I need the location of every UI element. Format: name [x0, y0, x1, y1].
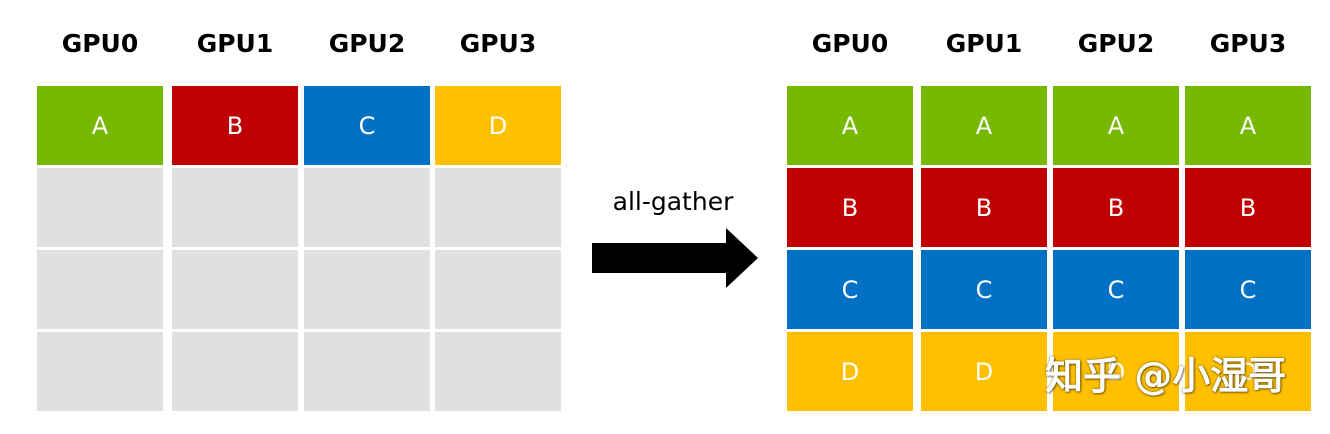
- cell-label: A: [841, 111, 859, 140]
- right-cell-r3-c1: D: [921, 332, 1047, 411]
- right-cell-r1-c0: B: [787, 168, 913, 247]
- right-cell-r0-c1: A: [921, 86, 1047, 165]
- right-cell-r1-c3: B: [1185, 168, 1311, 247]
- cell-label: B: [1107, 193, 1125, 222]
- operation-label: all-gather: [612, 187, 734, 216]
- left-cell-r1-c3: [435, 168, 561, 247]
- right-header-gpu1: GPU1: [945, 29, 1023, 58]
- right-cell-r3-c0: D: [787, 332, 913, 411]
- cell-label: D: [1238, 357, 1258, 386]
- left-cell-r2-c1: [172, 250, 298, 329]
- cell-label: D: [974, 357, 994, 386]
- left-cell-r1-c2: [304, 168, 430, 247]
- left-cell-r0-c1: B: [172, 86, 298, 165]
- cell-label: D: [1106, 357, 1126, 386]
- left-cell-r0-c0: A: [37, 86, 163, 165]
- cell-label: D: [840, 357, 860, 386]
- cell-label: A: [91, 111, 109, 140]
- left-cell-r1-c0: [37, 168, 163, 247]
- cell-label: D: [488, 111, 508, 140]
- left-cell-r2-c3: [435, 250, 561, 329]
- cell-label: C: [841, 275, 859, 304]
- right-cell-r2-c2: C: [1053, 250, 1179, 329]
- cell-label: A: [1107, 111, 1125, 140]
- cell-label: B: [1239, 193, 1257, 222]
- cell-label: C: [975, 275, 993, 304]
- cell-label: A: [1239, 111, 1257, 140]
- left-cell-r3-c2: [304, 332, 430, 411]
- left-cell-r0-c2: C: [304, 86, 430, 165]
- right-cell-r0-c2: A: [1053, 86, 1179, 165]
- right-header-gpu3: GPU3: [1209, 29, 1287, 58]
- left-cell-r1-c1: [172, 168, 298, 247]
- right-cell-r1-c1: B: [921, 168, 1047, 247]
- right-header-gpu2: GPU2: [1077, 29, 1155, 58]
- left-header-gpu1: GPU1: [196, 29, 274, 58]
- right-cell-r1-c2: B: [1053, 168, 1179, 247]
- cell-label: B: [226, 111, 244, 140]
- left-cell-r3-c3: [435, 332, 561, 411]
- left-header-gpu2: GPU2: [328, 29, 406, 58]
- right-cell-r0-c0: A: [787, 86, 913, 165]
- right-arrow-icon: [592, 228, 758, 288]
- cell-label: B: [975, 193, 993, 222]
- right-cell-r2-c0: C: [787, 250, 913, 329]
- left-header-gpu3: GPU3: [459, 29, 537, 58]
- right-cell-r2-c1: C: [921, 250, 1047, 329]
- cell-label: C: [1107, 275, 1125, 304]
- right-cell-r2-c3: C: [1185, 250, 1311, 329]
- left-cell-r3-c1: [172, 332, 298, 411]
- left-cell-r2-c2: [304, 250, 430, 329]
- right-cell-r0-c3: A: [1185, 86, 1311, 165]
- right-header-gpu0: GPU0: [811, 29, 889, 58]
- watermark: 知乎 @小湿哥: [1045, 354, 1287, 398]
- left-cell-r3-c0: [37, 332, 163, 411]
- left-cell-r0-c3: D: [435, 86, 561, 165]
- right-cell-r3-c3: D: [1185, 332, 1311, 411]
- cell-label: C: [358, 111, 376, 140]
- left-header-gpu0: GPU0: [61, 29, 139, 58]
- left-cell-r2-c0: [37, 250, 163, 329]
- cell-label: C: [1239, 275, 1257, 304]
- cell-label: B: [841, 193, 859, 222]
- cell-label: A: [975, 111, 993, 140]
- right-cell-r3-c2: D: [1053, 332, 1179, 411]
